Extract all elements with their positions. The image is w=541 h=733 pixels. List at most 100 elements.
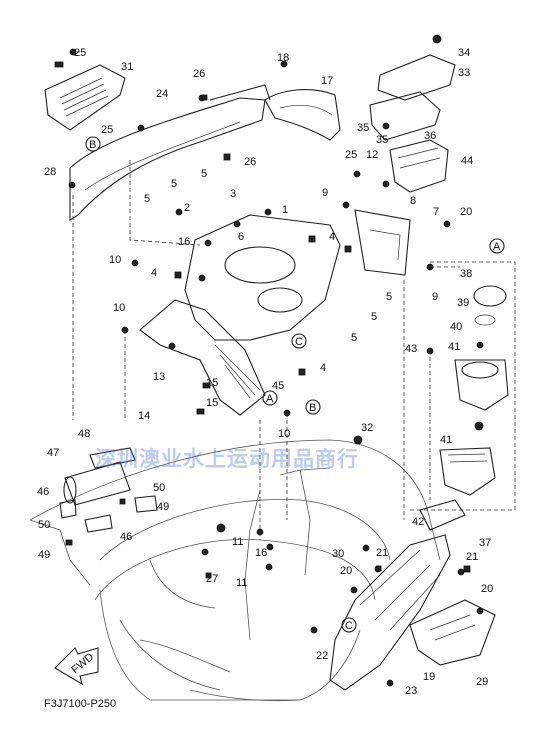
part-label-12: 12 (366, 149, 378, 161)
part-label-6: 6 (238, 231, 244, 243)
callout-a2-circle (489, 238, 505, 254)
seat-cover-assembly (44, 61, 271, 221)
part-label-41a: 41 (448, 341, 460, 353)
part-label-8: 8 (410, 195, 416, 207)
part-label-14: 14 (138, 410, 150, 422)
part-number-labels: 25 31 26 24 25 26 28 18 17 34 33 35 35 3… (37, 47, 493, 697)
part-label-35b: 35 (376, 134, 388, 146)
storage-box-group (410, 261, 516, 531)
part-label-5f: 5 (351, 332, 357, 344)
part-label-40: 40 (450, 321, 462, 333)
part-label-45: 45 (272, 380, 284, 392)
callout-markers: B C A B A C (85, 136, 505, 633)
part-label-10b: 10 (113, 302, 125, 314)
part-label-15a: 15 (206, 377, 218, 389)
fwd-arrow-icon (54, 647, 99, 686)
part-label-49a: 49 (157, 501, 169, 513)
part-label-19: 19 (423, 671, 435, 683)
part-label-4b: 4 (329, 231, 335, 243)
part-label-25c: 25 (345, 149, 357, 161)
part-label-4c: 4 (320, 362, 326, 374)
part-label-33: 33 (458, 67, 470, 79)
part-label-27: 27 (206, 573, 218, 585)
part-label-7: 7 (433, 206, 439, 218)
upper-covers (264, 54, 456, 193)
part-label-44: 44 (461, 155, 473, 167)
part-label-25a: 25 (74, 47, 86, 59)
part-label-5d: 5 (386, 291, 392, 303)
part-label-30: 30 (332, 548, 344, 560)
side-panel (329, 534, 496, 691)
part-label-10c: 10 (278, 428, 290, 440)
part-label-47: 47 (47, 447, 59, 459)
fasteners (65, 34, 484, 687)
part-label-26b: 26 (244, 156, 256, 168)
part-label-13: 13 (153, 371, 165, 383)
part-label-21a: 21 (376, 547, 388, 559)
part-label-36: 36 (424, 130, 436, 142)
part-label-18: 18 (277, 52, 289, 64)
drawing-code: F3J7100-P250 (44, 698, 116, 710)
callout-a-right: A (493, 241, 501, 253)
part-label-17: 17 (321, 75, 333, 87)
callout-b-mid: B (309, 402, 316, 414)
part-label-23: 23 (405, 685, 417, 697)
part-label-29: 29 (476, 676, 488, 688)
callout-c-bottom: C (345, 620, 353, 632)
part-label-43: 43 (405, 343, 417, 355)
part-label-25b: 25 (101, 124, 113, 136)
part-label-26a: 26 (193, 68, 205, 80)
part-label-37: 37 (479, 537, 491, 549)
callout-b2-circle (305, 399, 321, 415)
callout-c-circle (291, 333, 307, 349)
part-label-9a: 9 (322, 187, 328, 199)
part-label-48: 48 (78, 428, 90, 440)
callout-b-circle (85, 136, 101, 152)
part-label-20c: 20 (481, 583, 493, 595)
part-label-32: 32 (361, 422, 373, 434)
fwd-arrow: FWD (54, 647, 99, 686)
deck-hull-outline (29, 439, 441, 702)
part-label-20b: 20 (340, 565, 352, 577)
callout-c-mid: C (295, 336, 303, 348)
part-label-46b: 46 (120, 531, 132, 543)
part-label-1: 1 (282, 204, 288, 216)
part-label-5e: 5 (371, 311, 377, 323)
part-label-2: 2 (184, 202, 190, 214)
part-label-10a: 10 (109, 254, 121, 266)
part-label-28: 28 (44, 166, 56, 178)
part-label-38: 38 (460, 268, 472, 280)
part-label-11b: 11 (236, 577, 247, 589)
fwd-label: FWD (69, 651, 96, 676)
part-label-35a: 35 (357, 122, 369, 134)
callout-a-circle (262, 390, 278, 406)
watermark-text: 深圳澳业水上运动用品商行 (95, 447, 359, 471)
part-label-15b: 15 (206, 397, 218, 409)
center-console (139, 209, 411, 416)
part-label-4a: 4 (151, 267, 157, 279)
callout-a-mid: A (266, 393, 274, 405)
part-label-16b: 16 (255, 547, 267, 559)
part-label-50a: 50 (153, 482, 165, 494)
guide-lines (72, 160, 460, 540)
part-label-16a: 16 (178, 236, 190, 248)
part-label-3: 3 (230, 188, 236, 200)
part-label-5c: 5 (144, 193, 150, 205)
part-label-31: 31 (121, 61, 133, 73)
part-label-22: 22 (316, 650, 328, 662)
part-label-21b: 21 (466, 551, 478, 563)
callout-b-top: B (89, 139, 96, 151)
part-label-46a: 46 (37, 486, 49, 498)
part-label-24: 24 (156, 88, 168, 100)
part-label-5a: 5 (171, 178, 177, 190)
part-label-42: 42 (412, 516, 424, 528)
part-label-34: 34 (458, 47, 470, 59)
callout-c2-circle (341, 617, 357, 633)
part-label-20a: 20 (460, 206, 472, 218)
part-label-5b: 5 (201, 168, 207, 180)
part-label-39: 39 (457, 297, 469, 309)
left-parts (59, 447, 158, 533)
part-label-41b: 41 (440, 434, 452, 446)
part-label-11a: 11 (232, 536, 243, 548)
